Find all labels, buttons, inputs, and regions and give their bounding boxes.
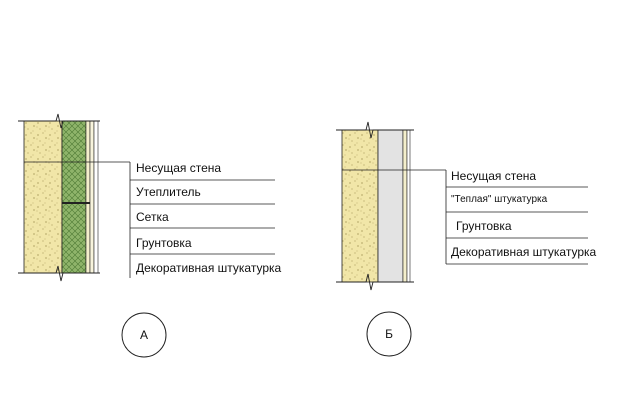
diagram-a-primer [89,120,95,274]
diagram-b-primer [402,129,408,283]
diagram-a-mesh [85,120,91,274]
diagram-a-label-mesh: Сетка [136,210,169,224]
diagram-b-break-bottom [336,273,414,291]
diagram-a-break-bottom [18,265,100,282]
diagram-b-masonry [341,129,379,283]
diagram-b-circle-label: Б [385,327,393,341]
diagram-b-circle [366,311,412,357]
diagram-b-break-top [336,121,414,139]
diagram-b-label-finish-plaster: Декоративная штукатурка [451,245,597,259]
diagram-b-label-warm-plaster: "Теплая" штукатурка [451,194,548,205]
diagram-b-label-load-bearing-wall: Несущая стена [451,169,537,183]
diagram-b-finish-plaster [406,129,411,283]
diagram-a-label-finish-plaster: Декоративная штукатурка [136,261,282,275]
diagram-b-section: Б [336,121,588,357]
diagram-a-label-insulation: Утеплитель [136,185,201,199]
diagram-b-warm-plaster [377,129,404,283]
diagram-a-label-primer: Грунтовка [136,236,192,250]
diagram-a-masonry [23,120,63,274]
diagram-b-label-primer: Грунтовка [456,219,512,233]
diagram-a-circle-label: А [140,328,148,342]
diagram-a-circle [121,312,167,358]
diagram-a-finish-plaster [93,120,99,274]
diagram-a-break-top [18,113,100,129]
diagram-a-section: А [18,113,275,358]
diagram-a-label-load-bearing-wall: Несущая стена [136,161,222,175]
diagram-a-insulation [61,120,87,274]
